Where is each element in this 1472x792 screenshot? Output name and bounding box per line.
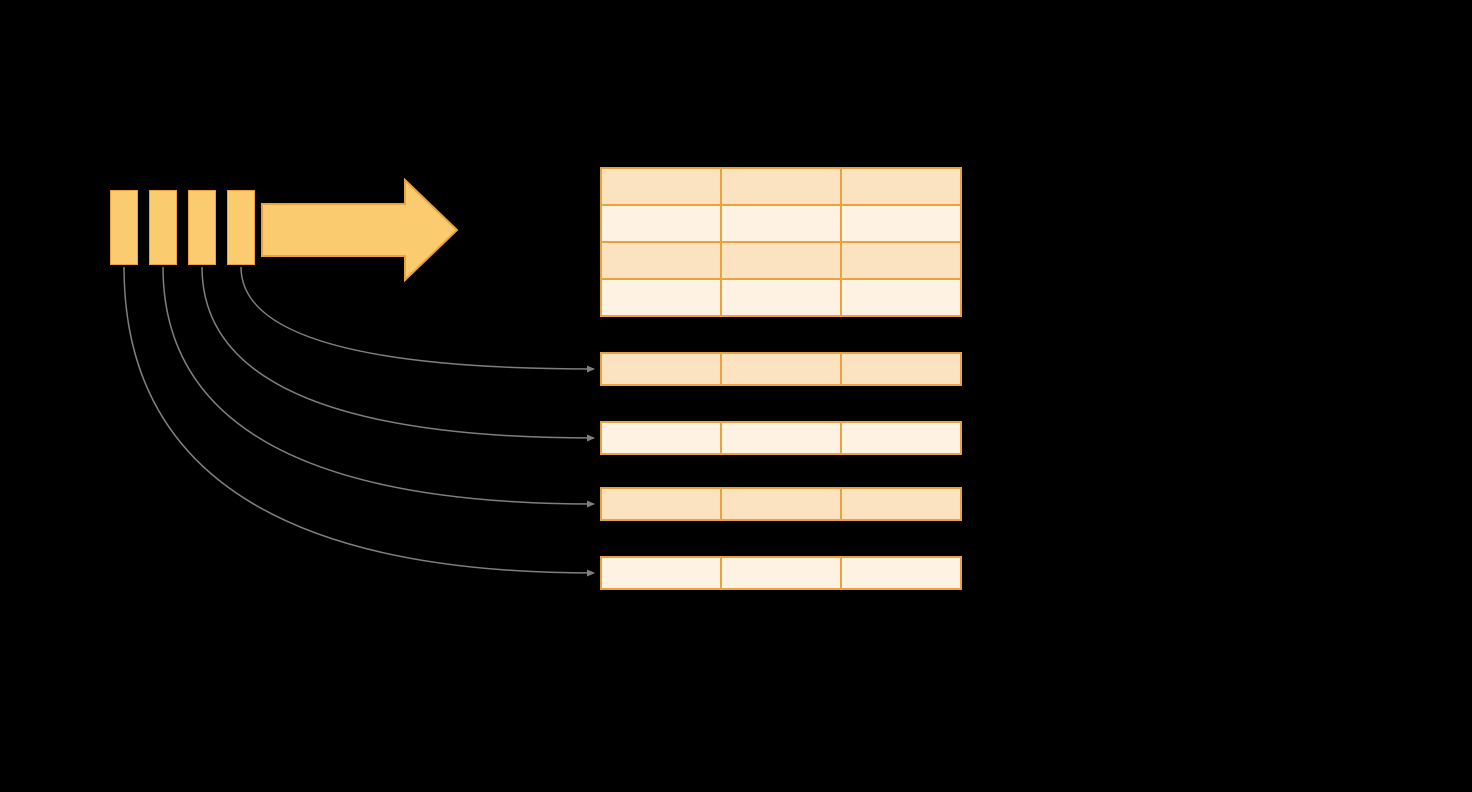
table-cell bbox=[602, 206, 720, 241]
table-cell bbox=[722, 206, 840, 241]
table-cell bbox=[602, 489, 720, 519]
table-cell bbox=[842, 558, 960, 588]
stack-slice-2 bbox=[149, 190, 177, 265]
slice-table-4 bbox=[600, 556, 962, 590]
table-cell bbox=[722, 243, 840, 278]
slice-table-3 bbox=[600, 487, 962, 521]
table-cell bbox=[722, 423, 840, 453]
table-cell bbox=[602, 354, 720, 384]
table-cell bbox=[842, 489, 960, 519]
table-cell bbox=[842, 423, 960, 453]
table-cell bbox=[602, 423, 720, 453]
connector-4 bbox=[123, 266, 595, 577]
table-cell bbox=[602, 243, 720, 278]
merged-table bbox=[600, 167, 962, 317]
flow-arrow bbox=[261, 177, 459, 283]
table-cell bbox=[722, 489, 840, 519]
stack-slice-3 bbox=[188, 190, 216, 265]
connector-3 bbox=[162, 266, 595, 508]
table-cell bbox=[722, 558, 840, 588]
table-cell bbox=[602, 558, 720, 588]
slice-table-2 bbox=[600, 421, 962, 455]
table-cell bbox=[722, 169, 840, 204]
table-cell bbox=[842, 206, 960, 241]
table-cell bbox=[842, 354, 960, 384]
table-cell bbox=[602, 169, 720, 204]
stack-slice-1 bbox=[110, 190, 138, 265]
table-cell bbox=[722, 354, 840, 384]
table-cell bbox=[722, 280, 840, 315]
connector-1 bbox=[240, 266, 595, 373]
table-cell bbox=[842, 280, 960, 315]
stack-slice-4 bbox=[227, 190, 255, 265]
table-cell bbox=[842, 169, 960, 204]
table-cell bbox=[842, 243, 960, 278]
table-cell bbox=[602, 280, 720, 315]
connector-2 bbox=[201, 266, 595, 442]
slice-table-1 bbox=[600, 352, 962, 386]
